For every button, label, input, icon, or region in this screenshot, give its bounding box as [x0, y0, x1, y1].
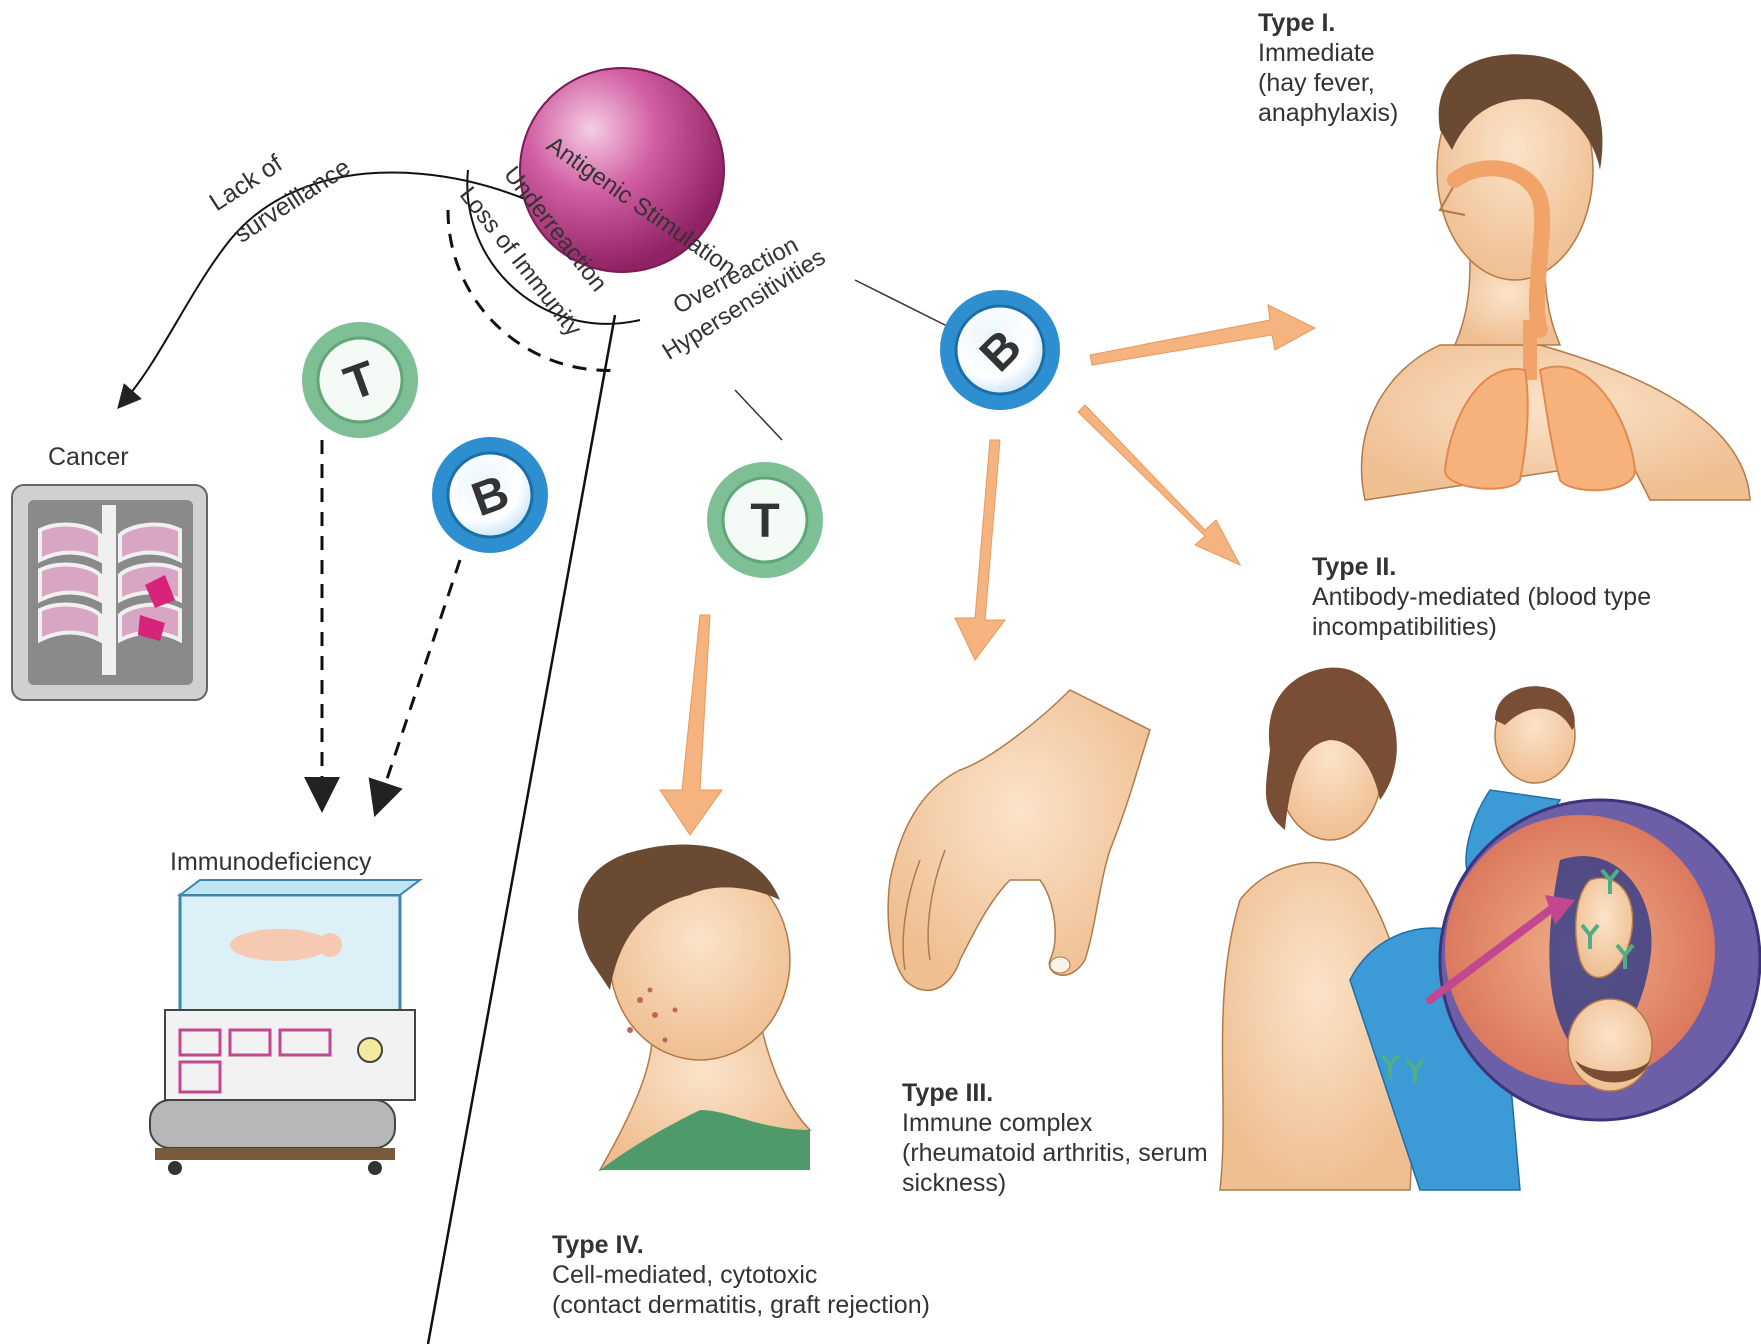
connector-t-right	[735, 390, 782, 440]
type3-line2: (rheumatoid arthritis, serum	[902, 1138, 1208, 1168]
type2-text: Type II. Antibody-mediated (blood type i…	[1312, 552, 1651, 642]
type1-line2: (hay fever,	[1258, 68, 1398, 98]
type4-line1: Cell-mediated, cytotoxic	[552, 1260, 930, 1290]
type2-line1: Antibody-mediated (blood type	[1312, 582, 1651, 612]
type1-text: Type I. Immediate (hay fever, anaphylaxi…	[1258, 8, 1398, 128]
type4-illustration	[578, 844, 810, 1170]
type1-line3: anaphylaxis)	[1258, 98, 1398, 128]
type4-title: Type IV.	[552, 1230, 930, 1260]
type3-illustration	[888, 690, 1150, 990]
type4-text: Type IV. Cell-mediated, cytotoxic (conta…	[552, 1230, 930, 1320]
type2-title: Type II.	[1312, 552, 1651, 582]
immunodeficiency-label: Immunodeficiency	[170, 848, 371, 877]
immunodeficiency-illustration	[150, 880, 420, 1175]
t-cell-right-label: T	[750, 495, 779, 548]
type3-line3: sickness)	[902, 1168, 1208, 1198]
arrow-to-type1	[1090, 305, 1315, 365]
type1-title: Type I.	[1258, 8, 1398, 38]
type3-title: Type III.	[902, 1078, 1208, 1108]
cancer-illustration	[12, 485, 207, 700]
type3-text: Type III. Immune complex (rheumatoid art…	[902, 1078, 1208, 1198]
type2-illustration	[1220, 668, 1760, 1190]
arrow-to-type3	[955, 440, 1005, 660]
type1-line1: Immediate	[1258, 38, 1398, 68]
type1-illustration	[1362, 54, 1750, 500]
arrow-to-type4	[660, 615, 722, 835]
arrow-to-type2	[1078, 405, 1240, 565]
type2-line2: incompatibilities)	[1312, 612, 1651, 642]
type3-line1: Immune complex	[902, 1108, 1208, 1138]
connector-b-right	[855, 280, 955, 330]
b-dashed-arrow	[380, 560, 460, 800]
type4-line2: (contact dermatitis, graft rejection)	[552, 1290, 930, 1320]
cancer-label: Cancer	[48, 443, 129, 472]
